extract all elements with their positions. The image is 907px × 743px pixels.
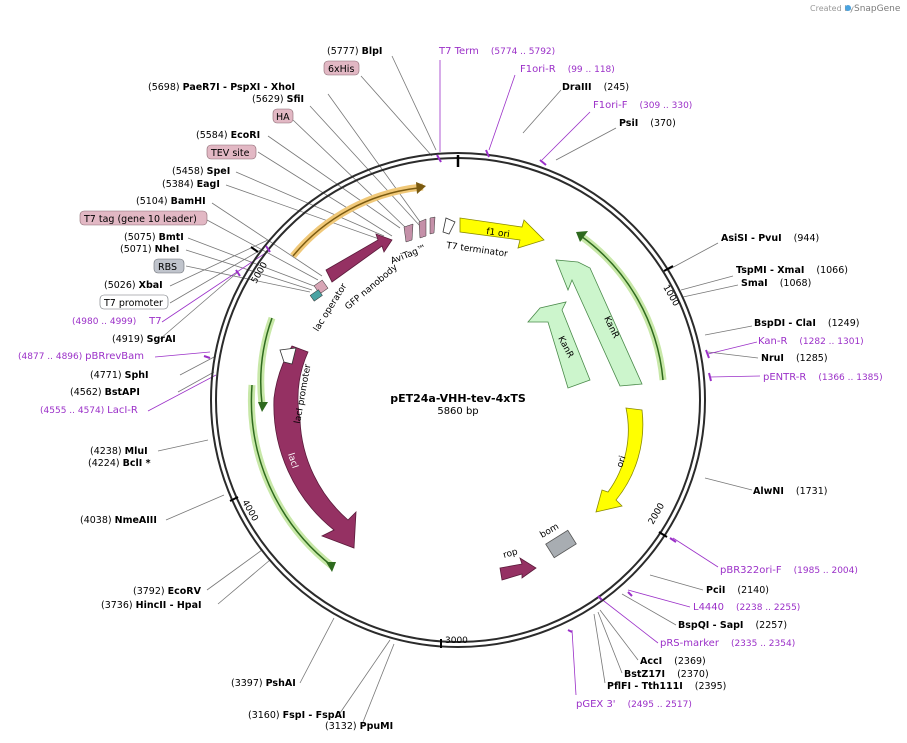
right-site-labels: T7 Term(5774 .. 5792) F1ori-R(99 .. 118)… bbox=[438, 46, 883, 710]
cds-arc-top bbox=[292, 187, 419, 257]
svg-text:(4224) BclI *: (4224) BclI * bbox=[88, 458, 151, 469]
cds-arc-top-head bbox=[416, 182, 426, 194]
svg-text:BstZ17I(2370): BstZ17I(2370) bbox=[624, 669, 709, 680]
svg-text:(5629) SfiI: (5629) SfiI bbox=[252, 94, 304, 105]
svg-text:TspMI - XmaI(1066): TspMI - XmaI(1066) bbox=[736, 265, 848, 276]
svg-text:Kan-R(1282 .. 1301): Kan-R(1282 .. 1301) bbox=[758, 336, 864, 347]
laci-promoter-box bbox=[279, 347, 297, 365]
feature-gfp-nanobody-label: GFP nanobody bbox=[344, 262, 401, 312]
svg-text:AlwNI(1731): AlwNI(1731) bbox=[753, 486, 827, 497]
bom-box bbox=[545, 529, 577, 559]
tick-label-3000: 3000 bbox=[445, 636, 468, 646]
snapgene-logo-icon bbox=[845, 5, 851, 11]
plasmid-length: 5860 bp bbox=[437, 406, 478, 417]
kanr-arrow-2 bbox=[527, 301, 591, 389]
svg-text:pBR322ori-F(1985 .. 2004): pBR322ori-F(1985 .. 2004) bbox=[720, 565, 858, 576]
feature-tag-t7-promoter: T7 promoter bbox=[103, 298, 163, 309]
svg-text:(4562) BstAPI: (4562) BstAPI bbox=[70, 387, 140, 398]
svg-text:pGEX 3'(2495 .. 2517): pGEX 3'(2495 .. 2517) bbox=[576, 699, 692, 710]
svg-text:(4555 .. 4574) LacI-R: (4555 .. 4574) LacI-R bbox=[40, 405, 138, 416]
feature-f1-ori-label: f1 ori bbox=[486, 227, 511, 240]
svg-text:(4238) MluI: (4238) MluI bbox=[90, 446, 148, 457]
svg-text:T7 Term(5774 .. 5792): T7 Term(5774 .. 5792) bbox=[438, 46, 555, 57]
svg-text:AsiSI - PvuI(944): AsiSI - PvuI(944) bbox=[721, 233, 819, 244]
svg-text:(4877 .. 4896) pBRrevBam: (4877 .. 4896) pBRrevBam bbox=[18, 351, 144, 362]
feature-tag-t7-leader: T7 tag (gene 10 leader) bbox=[83, 214, 197, 225]
feature-box-c bbox=[429, 216, 436, 235]
cds-arc-top-outline bbox=[290, 183, 424, 259]
kanr-outer-arc bbox=[580, 235, 664, 381]
tick-marks bbox=[229, 246, 674, 648]
feature-tag-6xhis: 6xHis bbox=[328, 64, 354, 75]
svg-text:(3792) EcoRV: (3792) EcoRV bbox=[133, 586, 202, 597]
feature-rop-label: rop bbox=[502, 547, 519, 561]
svg-text:BspQI - SapI(2257): BspQI - SapI(2257) bbox=[678, 620, 787, 631]
svg-text:(5075) BmtI: (5075) BmtI bbox=[124, 232, 184, 243]
svg-text:F1ori-F(309 .. 330): F1ori-F(309 .. 330) bbox=[593, 100, 692, 111]
site-name: BlpI bbox=[362, 46, 383, 57]
svg-text:PflFI - Tth111I(2395): PflFI - Tth111I(2395) bbox=[607, 681, 726, 692]
watermark-brand: SnapGene bbox=[854, 4, 901, 14]
svg-text:(5584) EcoRI: (5584) EcoRI bbox=[196, 130, 260, 141]
svg-text:pENTR-R(1366 .. 1385): pENTR-R(1366 .. 1385) bbox=[763, 372, 883, 383]
feature-box-b bbox=[418, 218, 427, 239]
laci-arrow bbox=[273, 345, 357, 549]
svg-text:NruI(1285): NruI(1285) bbox=[761, 353, 828, 364]
t7-terminator-arrow bbox=[442, 217, 456, 235]
backbone-outer bbox=[210, 152, 706, 648]
svg-text:PciI(2140): PciI(2140) bbox=[706, 585, 769, 596]
left-arc-2-head bbox=[326, 562, 336, 572]
svg-text:(5104) BamHI: (5104) BamHI bbox=[136, 196, 206, 207]
svg-text:(5071) NheI: (5071) NheI bbox=[120, 244, 179, 255]
site-pos: (5777) bbox=[327, 46, 359, 57]
plasmid-name: pET24a-VHH-tev-4xTS bbox=[390, 392, 526, 405]
svg-text:(5698) PaeR7I - PspXI - XhoI: (5698) PaeR7I - PspXI - XhoI bbox=[148, 82, 295, 93]
kanr-outer-arc-head bbox=[576, 231, 588, 242]
svg-text:(5458) SpeI: (5458) SpeI bbox=[172, 166, 230, 177]
rop-arrow bbox=[499, 557, 537, 581]
svg-text:pRS-marker(2335 .. 2354): pRS-marker(2335 .. 2354) bbox=[660, 638, 795, 649]
kanr-arrow-1 bbox=[555, 259, 643, 387]
feature-laci-label: lacI bbox=[285, 452, 299, 470]
svg-text:(4919) SgrAI: (4919) SgrAI bbox=[112, 334, 176, 345]
feature-t7-terminator-label: T7 terminator bbox=[445, 241, 509, 260]
feature-tag-rbs: RBS bbox=[158, 262, 177, 273]
svg-text:(3397) PshAI: (3397) PshAI bbox=[231, 678, 296, 689]
primer-leader-lines bbox=[147, 60, 761, 696]
svg-text:(5384) EagI: (5384) EagI bbox=[162, 179, 220, 190]
feature-avitag-label: AviTag™ bbox=[389, 243, 428, 266]
svg-text:AccI(2369): AccI(2369) bbox=[640, 656, 706, 667]
svg-text:(5026) XbaI: (5026) XbaI bbox=[104, 280, 163, 291]
f1-ori-arrow bbox=[459, 217, 545, 249]
svg-text:(4771) SphI: (4771) SphI bbox=[90, 370, 149, 381]
svg-text:(3132) PpuMI: (3132) PpuMI bbox=[325, 721, 393, 732]
gfp-nanobody-arrow bbox=[325, 233, 393, 283]
svg-text:L4440(2238 .. 2255): L4440(2238 .. 2255) bbox=[693, 602, 800, 613]
tick-label-2000: 2000 bbox=[647, 501, 667, 526]
left-arc-1-head bbox=[258, 402, 268, 412]
svg-text:(4038) NmeAIII: (4038) NmeAIII bbox=[80, 515, 157, 526]
feature-tag-tev: TEV site bbox=[210, 148, 250, 159]
feature-tag-ha: HA bbox=[276, 112, 290, 123]
ori-arrow bbox=[595, 407, 644, 513]
left-arc-2 bbox=[250, 384, 333, 567]
watermark-prefix: Created by bbox=[810, 4, 854, 13]
svg-text:(3160) FspI - FspAI: (3160) FspI - FspAI bbox=[248, 710, 346, 721]
svg-text:F1ori-R(99 .. 118): F1ori-R(99 .. 118) bbox=[520, 64, 615, 75]
svg-text:DraIII(245): DraIII(245) bbox=[562, 82, 629, 93]
svg-text:SmaI(1068): SmaI(1068) bbox=[741, 278, 811, 289]
primer-marks bbox=[203, 149, 712, 633]
lac-operator-small-box bbox=[309, 289, 323, 302]
svg-text:(4980 .. 4999) T7: (4980 .. 4999) T7 bbox=[72, 316, 162, 327]
svg-text:(5777) BlpI: (5777) BlpI bbox=[327, 46, 382, 57]
left-arc-1 bbox=[260, 317, 273, 405]
svg-text:BspDI - ClaI(1249): BspDI - ClaI(1249) bbox=[754, 318, 859, 329]
feature-ori-label: ori bbox=[615, 455, 628, 469]
avitag-box bbox=[403, 223, 414, 243]
svg-text:PsiI(370): PsiI(370) bbox=[619, 118, 676, 129]
svg-text:(3736) HincII - HpaI: (3736) HincII - HpaI bbox=[101, 600, 202, 611]
left-site-labels: (5777) BlpI 6xHis (5698) PaeR7I - PspXI … bbox=[18, 46, 393, 732]
